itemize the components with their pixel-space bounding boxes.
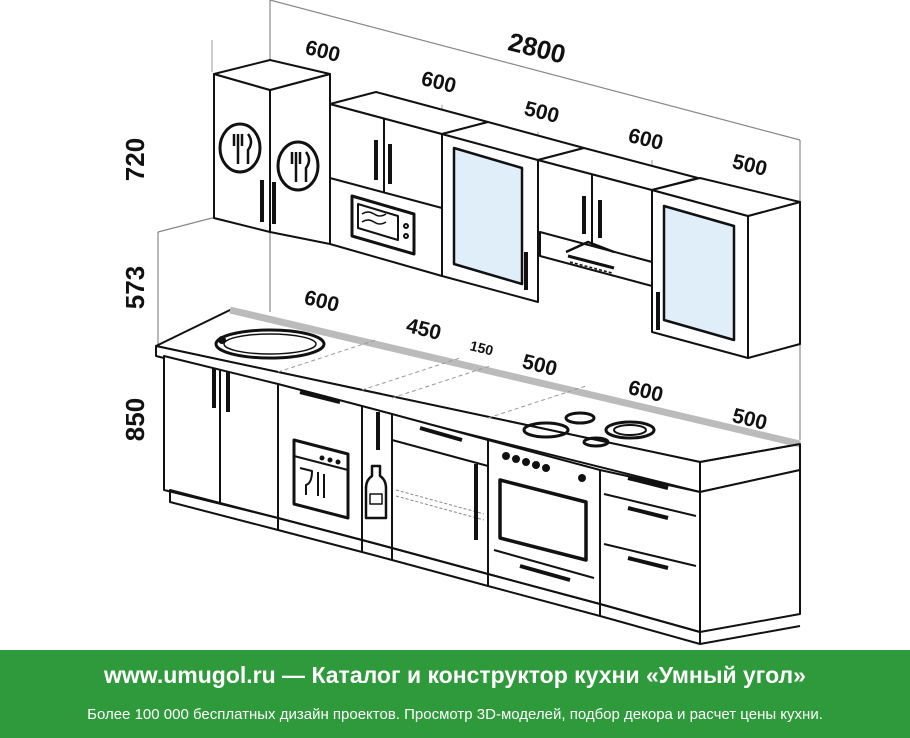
footer-banner: www.umugol.ru — Каталог и конструктор ку…	[0, 650, 910, 738]
cutlery-icon	[218, 122, 262, 174]
base-cabinet-dishwasher	[277, 383, 363, 553]
cutlery-icon	[276, 140, 320, 192]
base-cabinet-2	[391, 413, 489, 587]
countertop	[155, 306, 801, 493]
base-cabinet-oven	[487, 439, 601, 617]
height-label-upper: 720	[120, 137, 151, 182]
cooktop-icon	[522, 411, 656, 448]
base-cabinet-drawers	[599, 469, 801, 645]
dishwasher-icon	[292, 438, 350, 520]
banner-subtitle: Более 100 000 бесплатных дизайн проектов…	[87, 706, 823, 723]
oven-icon	[493, 452, 595, 582]
height-label-wall: 573	[120, 265, 151, 310]
kitchen-diagram: 2800 600 600 500 600 500 600 450 150 500…	[120, 0, 801, 645]
upper-cabinet-glass-2	[651, 177, 801, 359]
height-label-base: 850	[120, 397, 151, 442]
kitchen-drawing	[155, 0, 801, 645]
microwave-icon	[350, 194, 416, 256]
sink-icon	[214, 328, 326, 360]
upper-cabinet-2	[329, 91, 489, 277]
base-cabinet-1	[163, 355, 279, 531]
base-cabinet-bottle	[361, 405, 393, 561]
bottle-icon	[364, 464, 388, 520]
upper-cabinet-1	[213, 59, 331, 245]
banner-title[interactable]: www.umugol.ru — Каталог и конструктор ку…	[104, 662, 806, 688]
